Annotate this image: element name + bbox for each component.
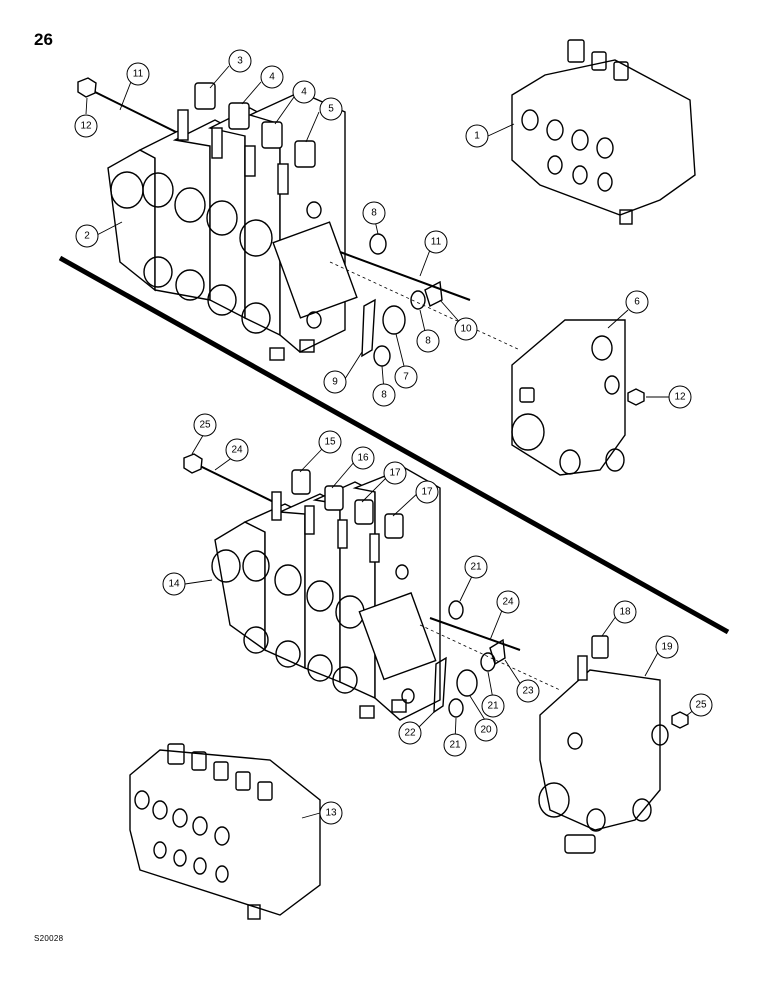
callout-label: 16 [357,453,369,464]
callout-label: 21 [449,740,461,751]
callouts: 1 2 3 4 4 5 6 7 8 8 8 9 10 11 11 12 12 1… [74,49,713,825]
upper-valve-body [77,77,358,361]
callout-3: 3 [228,49,252,73]
callout-13: 13 [319,801,343,825]
callout-label: 8 [425,336,431,347]
callout-9: 9 [323,370,347,394]
callout-8c: 8 [372,383,396,407]
callout-24b: 24 [496,590,520,614]
callout-12b: 12 [668,385,692,409]
callout-label: 9 [332,377,338,388]
callout-22: 22 [398,721,422,745]
callout-label: 11 [431,237,442,248]
callout-label: 7 [403,372,409,383]
callout-label: 10 [460,324,472,335]
callout-15: 15 [318,430,342,454]
callout-1: 1 [465,124,489,148]
callout-21b: 21 [481,694,505,718]
callout-10: 10 [454,317,478,341]
callout-label: 21 [487,701,499,712]
callout-label: 12 [674,392,686,403]
callout-label: 1 [474,131,480,142]
page-number: 26 [34,30,53,49]
callout-label: 6 [634,297,640,308]
upper-assembled-valve [511,39,696,225]
callout-12a: 12 [74,114,98,138]
callout-17b: 17 [415,480,439,504]
callout-label: 24 [231,445,243,456]
callout-label: 15 [324,437,336,448]
callout-label: 17 [389,468,401,479]
callout-label: 25 [695,700,707,711]
callout-label: 21 [470,562,482,573]
callout-label: 2 [84,231,90,242]
callout-2: 2 [75,224,99,248]
lower-seal-hardware [419,600,561,718]
callout-4b: 4 [292,80,316,104]
callout-5: 5 [319,97,343,121]
figure-code: S20028 [34,934,64,943]
callout-label: 20 [480,725,492,736]
callout-label: 4 [301,87,307,98]
lower-inlet-section [538,635,689,854]
callout-8b: 8 [416,329,440,353]
callout-4a: 4 [260,65,284,89]
callout-label: 14 [168,579,180,590]
lower-valve-body [183,453,441,721]
callout-label: 12 [80,121,92,132]
callout-11b: 11 [424,230,448,254]
callout-23: 23 [516,679,540,703]
callout-label: 3 [237,56,243,67]
callout-7: 7 [394,365,418,389]
callout-24a: 24 [225,438,249,462]
callout-label: 25 [199,420,211,431]
callout-18: 18 [613,600,637,624]
callout-label: 17 [421,487,433,498]
callout-label: 11 [133,69,144,80]
callout-19: 19 [655,635,679,659]
callout-label: 24 [502,597,514,608]
callout-20: 20 [474,718,498,742]
lower-assembled-valve [129,743,321,920]
callout-8a: 8 [362,201,386,225]
upper-inlet-section [511,319,645,476]
callout-label: 19 [661,642,673,653]
callout-25a: 25 [193,413,217,437]
section-divider [58,255,730,635]
callout-label: 18 [619,607,631,618]
upper-seal-hardware [329,233,521,367]
callout-14: 14 [162,572,186,596]
callout-label: 4 [269,72,275,83]
callout-label: 8 [381,390,387,401]
callout-label: 23 [522,686,534,697]
callout-17a: 17 [383,461,407,485]
callout-21c: 21 [443,733,467,757]
callout-label: 8 [371,208,377,219]
callout-label: 22 [404,728,416,739]
callout-21a: 21 [464,555,488,579]
callout-label: 13 [325,808,337,819]
callout-11a: 11 [126,62,150,86]
callout-label: 5 [328,104,334,115]
callout-6: 6 [625,290,649,314]
callout-16: 16 [351,446,375,470]
callout-25b: 25 [689,693,713,717]
